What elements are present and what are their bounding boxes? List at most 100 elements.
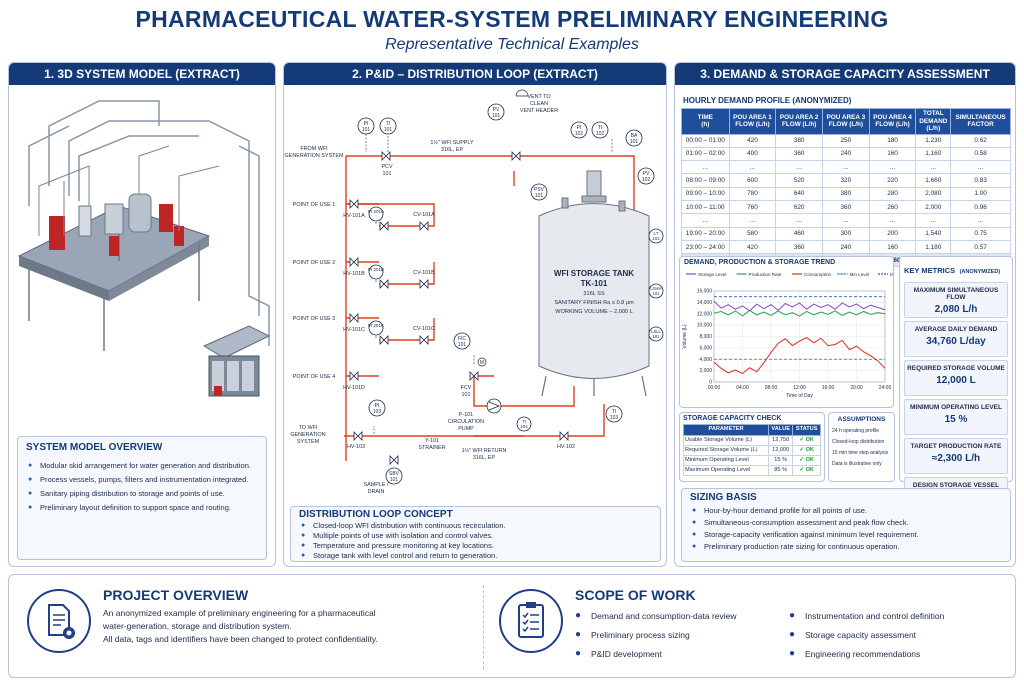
table-cell: 0.62: [950, 133, 1011, 148]
svg-text:PI 201A: PI 201A: [368, 209, 384, 214]
svg-text:101: 101: [653, 291, 661, 296]
table-cell: ...: [822, 213, 870, 228]
svg-text:POINT OF USE 3: POINT OF USE 3: [293, 316, 335, 322]
overview-bullet: Modular skid arrangement for water gener…: [26, 459, 258, 473]
project-text-line: water-generation, storage and distributi…: [103, 621, 292, 631]
metric-label: MAXIMUM SIMULTANEOUS FLOW: [913, 287, 999, 301]
svg-text:HV-101C: HV-101C: [343, 327, 365, 333]
x-tick-label: 12:00: [793, 385, 806, 391]
table-cell: ...: [950, 213, 1011, 228]
table-cell: 300: [822, 226, 870, 241]
y-tick-label: 10,000: [697, 323, 713, 329]
table-cell: 360: [775, 146, 823, 162]
metric-label: DESIGN STORAGE VESSEL: [912, 482, 1000, 489]
table-cell: ...: [915, 160, 952, 175]
table-cell: 2,000: [915, 199, 952, 215]
x-tick-label: 08:00: [765, 385, 778, 391]
metric-value: 12,000 L: [936, 375, 976, 386]
assumptions-title: ASSUMPTIONS: [837, 416, 886, 423]
y-tick-label: 4,000: [699, 357, 712, 363]
x-tick-label: 04:00: [736, 385, 749, 391]
table-cell: 0.96: [950, 199, 1011, 215]
status-ok: ✓ OK: [792, 464, 821, 476]
svg-text:101: 101: [535, 193, 544, 199]
table-cell: 01:00 – 02:00: [681, 146, 730, 162]
metric-value: 2,080 L/h: [934, 304, 978, 315]
overview-bullet: Sanitary piping distribution to storage …: [26, 487, 258, 501]
table-row: .....................: [681, 213, 1011, 228]
svg-text:TI: TI: [612, 409, 616, 415]
table-cell: 1,180: [915, 239, 952, 255]
panel-pid: 2. P&ID – DISTRIBUTION LOOP (EXTRACT) WF…: [283, 62, 667, 567]
scope-of-work-title: SCOPE OF WORK: [575, 587, 696, 603]
svg-text:CV-101A: CV-101A: [413, 212, 435, 218]
svg-text:CV-101C: CV-101C: [413, 326, 435, 332]
y-axis-label: Volume (L): [682, 324, 688, 349]
status-ok: ✓ OK: [792, 454, 821, 466]
project-overview-title: PROJECT OVERVIEW: [103, 587, 249, 603]
y-tick-label: 12,000: [697, 311, 713, 317]
sizing-bullet: Simultaneous-consumption assessment and …: [690, 517, 1002, 529]
table-cell: ...: [681, 213, 730, 228]
table-cell: 160: [868, 239, 917, 255]
svg-text:POINT OF USE 4: POINT OF USE 4: [293, 374, 335, 380]
table-cell: 2,080: [915, 186, 952, 201]
table-cell: 380: [775, 133, 823, 148]
scope-item: Preliminary process sizing: [575, 625, 775, 645]
table-cell: 580: [728, 226, 777, 241]
svg-text:104: 104: [520, 424, 528, 429]
svg-text:PI 201B: PI 201B: [368, 267, 384, 272]
scope-item: Demand and consumption-data review: [575, 606, 775, 626]
svg-text:101: 101: [458, 342, 467, 348]
trend-chart-title: DEMAND, PRODUCTION & STORAGE TREND: [684, 259, 836, 266]
panel-demand-storage: 3. DEMAND & STORAGE CAPACITY ASSESSMENT …: [674, 62, 1016, 567]
x-axis-label: Time of Day: [786, 393, 813, 399]
table-cell: 380: [822, 186, 870, 201]
table-cell: 240: [822, 239, 870, 255]
metric-value: ≈2,300 L/h: [931, 453, 981, 464]
capacity-row: Required Storage Volume (L)12,000✓ OK: [682, 444, 821, 456]
table-cell: 360: [822, 199, 870, 215]
metric-value: 34,760 L/day: [926, 336, 986, 347]
sizing-bullet: Preliminary production rate sizing for c…: [690, 541, 1002, 553]
svg-text:101: 101: [492, 113, 501, 119]
svg-text:101: 101: [362, 127, 371, 133]
table-cell: ...: [950, 160, 1011, 175]
key-metrics: KEY METRICS (ANONYMIZED) MAXIMUM SIMULTA…: [899, 256, 1013, 513]
svg-text:102: 102: [575, 131, 584, 137]
metric-value: 15 %: [944, 414, 968, 425]
table-cell: 420: [728, 239, 777, 255]
storage-capacity-title: STORAGE CAPACITY CHECK: [683, 415, 782, 422]
table-cell: 400: [728, 146, 777, 162]
metric-label: REQUIRED STORAGE VOLUME: [907, 365, 1005, 372]
table-cell: ...: [775, 160, 823, 175]
capacity-header-cell: VALUE: [768, 424, 794, 436]
svg-text:HV-103: HV-103: [347, 444, 365, 450]
capacity-cell: Usable Storage Volume (L): [682, 434, 770, 446]
scope-item: Instrumentation and control definition: [789, 606, 1009, 626]
table-cell: 1,230: [915, 133, 952, 148]
table-cell: 460: [775, 226, 823, 241]
concept-bullet: Multiple points of use with isolation an…: [299, 531, 652, 541]
legend-label: Storage Level: [698, 272, 726, 277]
series-line-consumption: [713, 337, 886, 375]
page-subtitle: Representative Technical Examples: [385, 36, 639, 53]
table-cell: 08:00 – 09:00: [681, 173, 730, 188]
footer-divider: [483, 585, 484, 669]
table-cell: 0.57: [950, 239, 1011, 255]
assumption-item: Data is illustrative only: [832, 461, 882, 467]
table-cell: 160: [868, 146, 917, 162]
panel-pid-title: 2. P&ID – DISTRIBUTION LOOP (EXTRACT): [284, 63, 666, 85]
svg-text:TI: TI: [386, 121, 390, 127]
